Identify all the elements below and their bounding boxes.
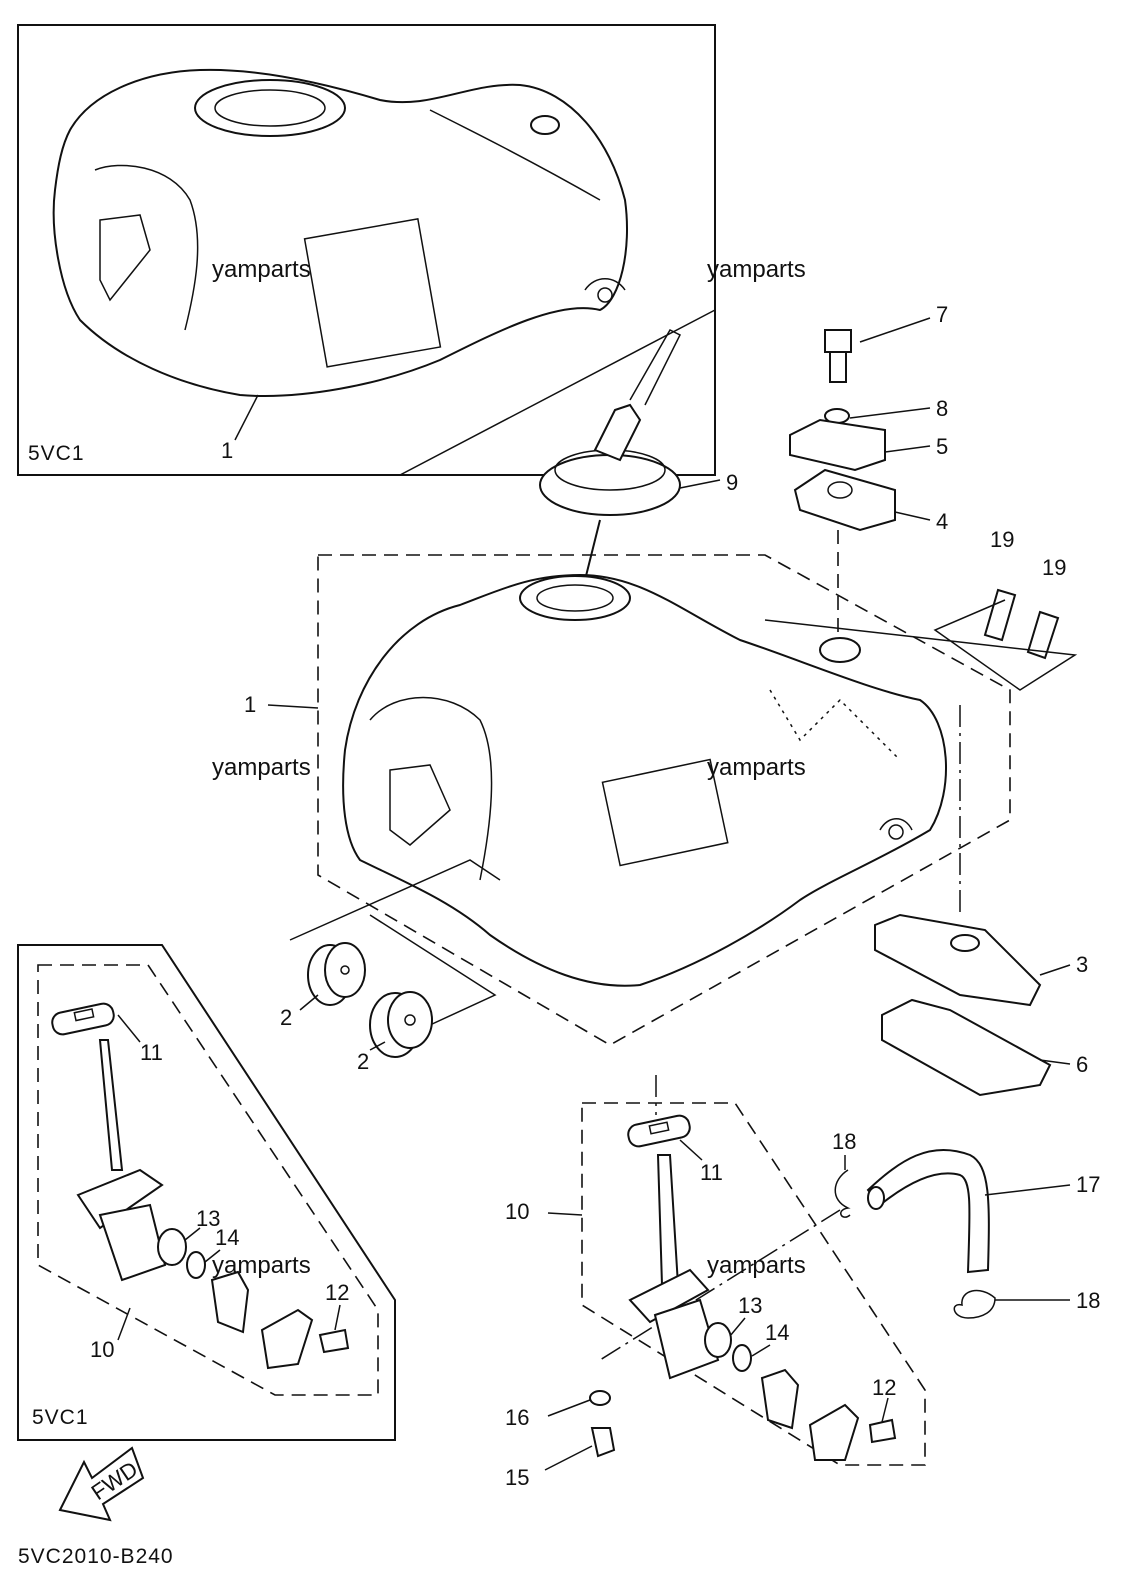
- washer-16: [589, 1390, 611, 1406]
- callout-19-b: 19: [1042, 555, 1066, 580]
- callout-9: 9: [726, 470, 738, 495]
- callout-15: 15: [505, 1465, 529, 1490]
- watermark: yamparts: [707, 256, 806, 283]
- callout-2-b: 2: [357, 1049, 369, 1074]
- clip-18-b: [953, 1289, 996, 1319]
- watermark: yamparts: [212, 1252, 311, 1279]
- screw-12-right: [868, 1418, 897, 1444]
- callout-1-inset: 1: [221, 438, 233, 463]
- vent-hose-and-clips: [834, 1148, 996, 1319]
- rear-bracket-3: [874, 913, 1042, 1007]
- callout-17: 17: [1076, 1172, 1100, 1197]
- plate-6: [881, 998, 1052, 1097]
- screw-15: [590, 1427, 616, 1458]
- inset-left-5vc1-fuel-cock: [17, 944, 396, 1441]
- main-fuel-tank: [317, 554, 1078, 1046]
- o-ring-13-left: [157, 1228, 187, 1266]
- inset-top-5vc1: 1 5VC1: [17, 24, 716, 476]
- callout-13-right: 13: [738, 1293, 762, 1318]
- fuel-cap-assembly: [539, 329, 682, 581]
- callout-16: 16: [505, 1405, 529, 1430]
- watermark: yamparts: [212, 256, 311, 283]
- callout-6: 6: [1076, 1052, 1088, 1077]
- callout-19-a: 19: [990, 527, 1014, 552]
- fwd-arrow-indicator: FWD: [58, 1446, 145, 1522]
- callout-10-left: 10: [90, 1337, 114, 1362]
- callout-12-right: 12: [872, 1375, 896, 1400]
- callout-12-left: 12: [325, 1280, 349, 1305]
- watermark: yamparts: [707, 754, 806, 781]
- bolt-7-head: [824, 329, 852, 353]
- callout-1-main: 1: [244, 692, 256, 717]
- damper-4: [793, 468, 896, 532]
- pad-19-a: [983, 588, 1017, 642]
- watermark: yamparts: [707, 1252, 806, 1279]
- variant-label-inset-left: 5VC1: [32, 1406, 89, 1429]
- callout-2-a: 2: [280, 1005, 292, 1030]
- clip-18-a: [834, 1169, 851, 1218]
- o-ring-14-left: [186, 1251, 206, 1279]
- callout-10-right: 10: [505, 1199, 529, 1224]
- watermark: yamparts: [212, 754, 311, 781]
- callout-11-left: 11: [140, 1040, 163, 1065]
- screw-12-left: [318, 1328, 350, 1354]
- callout-8: 8: [936, 396, 948, 421]
- callout-18-b: 18: [1076, 1288, 1100, 1313]
- callout-4: 4: [936, 509, 948, 534]
- callout-11-right: 11: [700, 1160, 723, 1185]
- variant-label-inset-top: 5VC1: [28, 442, 85, 465]
- callout-13-left: 13: [196, 1206, 220, 1231]
- pad-19-b: [1026, 610, 1060, 660]
- callout-5: 5: [936, 434, 948, 459]
- inset-left-frame: [17, 944, 396, 1441]
- callout-3: 3: [1076, 952, 1088, 977]
- callout-18-a: 18: [832, 1129, 856, 1154]
- rubber-dampers: [289, 859, 501, 1058]
- callout-7: 7: [936, 302, 948, 327]
- o-ring-13-right: [704, 1322, 732, 1358]
- callout-14-right: 14: [765, 1320, 789, 1345]
- tank-mount-hardware: [789, 329, 896, 635]
- bracket-5: [789, 418, 886, 472]
- diagram-code: 5VC2010-B240: [18, 1545, 174, 1568]
- fuel-tank-inset-drawing: [52, 68, 628, 397]
- callout-14-left: 14: [215, 1225, 239, 1250]
- vent-hose-17: [866, 1148, 990, 1274]
- gasket-11-right: [627, 1114, 691, 1148]
- o-ring-14-right: [732, 1344, 752, 1372]
- fuel-cock-assembly: [581, 1075, 926, 1466]
